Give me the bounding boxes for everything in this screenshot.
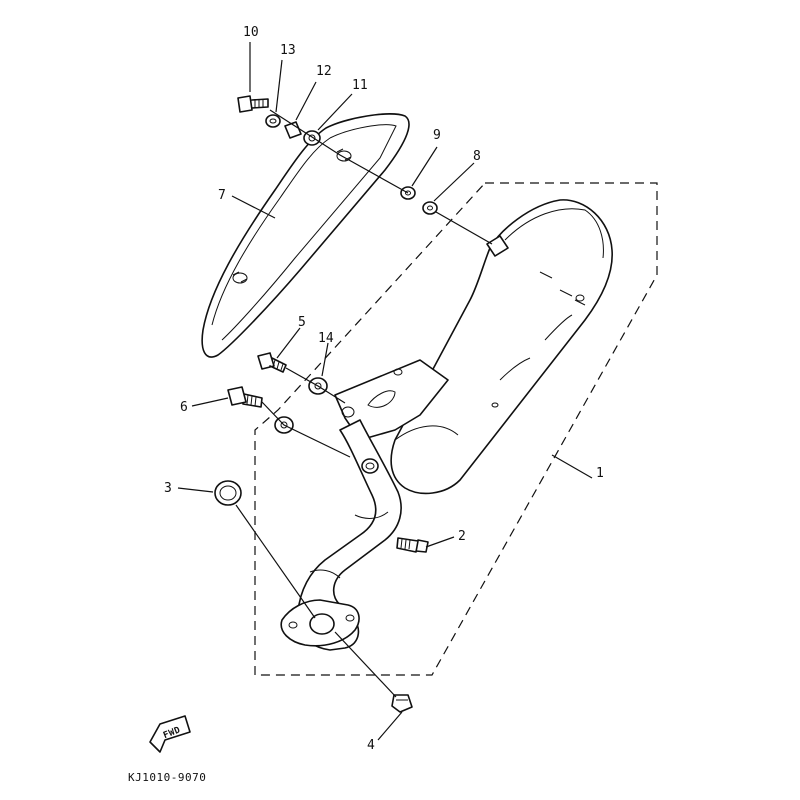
bolt-6 <box>227 386 263 408</box>
label-12: 12 <box>316 64 332 79</box>
fwd-arrow-icon: FWD <box>149 715 191 753</box>
label-4: 4 <box>367 738 375 753</box>
drawing-code: KJ1010-9070 <box>128 771 206 784</box>
bolt-5 <box>257 352 287 373</box>
label-1: 1 <box>596 466 604 481</box>
muffler-assembly <box>280 199 613 651</box>
label-10: 10 <box>243 25 259 40</box>
label-3: 3 <box>164 481 172 496</box>
bolt-10 <box>237 95 269 113</box>
label-14: 14 <box>318 331 334 346</box>
heat-protector <box>201 113 410 358</box>
label-8: 8 <box>473 149 481 164</box>
nut-4 <box>391 694 413 713</box>
gasket-3 <box>214 480 242 506</box>
label-5: 5 <box>298 315 306 330</box>
label-13: 13 <box>280 43 296 58</box>
hardware <box>214 95 438 713</box>
label-2: 2 <box>458 529 466 544</box>
washer-8 <box>422 201 438 215</box>
collar-12 <box>284 121 302 139</box>
assembly-boundary <box>254 182 658 676</box>
label-7: 7 <box>218 188 226 203</box>
label-11: 11 <box>352 78 368 93</box>
part-labels: 10 13 12 11 9 8 7 5 14 6 3 1 2 4 <box>164 25 604 753</box>
leader-lines <box>177 42 593 741</box>
label-9: 9 <box>433 128 441 143</box>
label-6: 6 <box>180 400 188 415</box>
washer-13 <box>265 114 281 128</box>
